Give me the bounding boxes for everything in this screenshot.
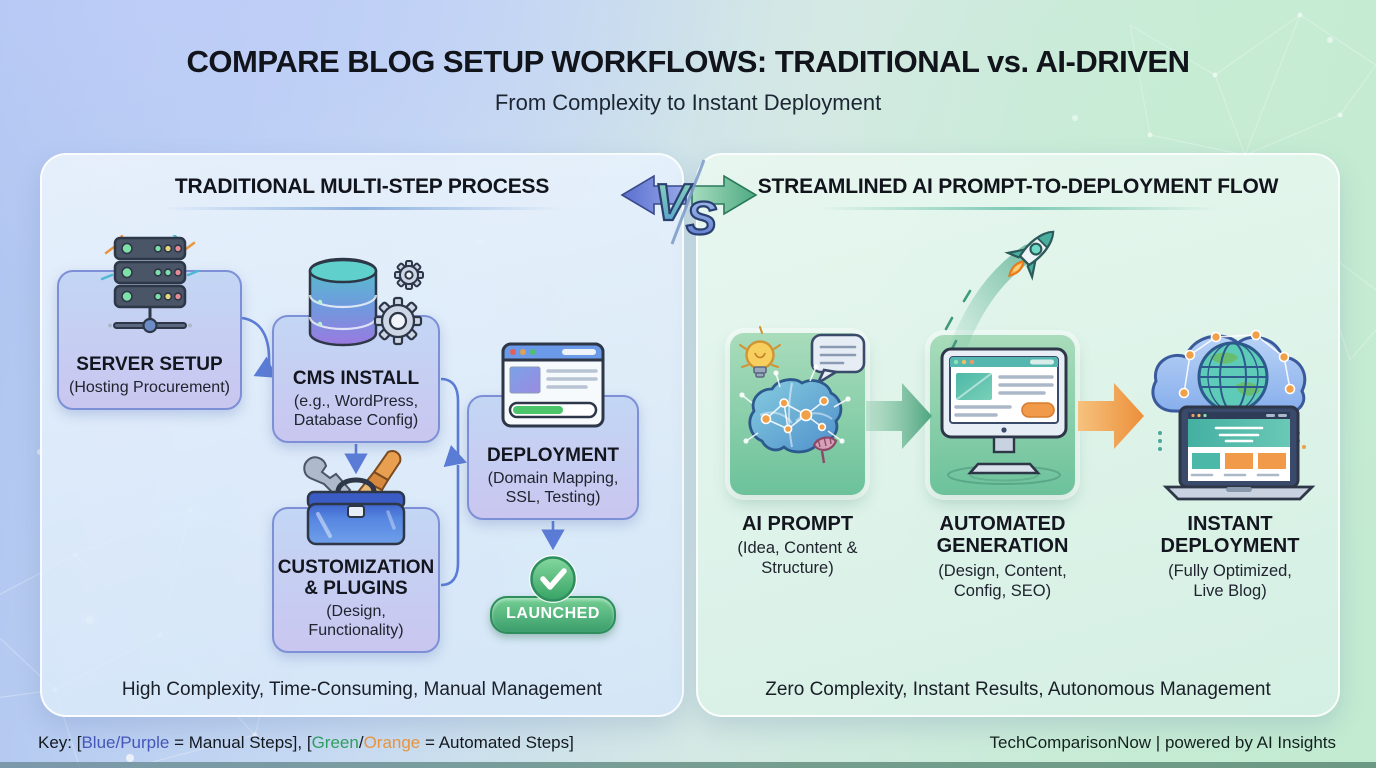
lightbulb-icon — [739, 326, 781, 378]
monitor-rocket-icon — [940, 230, 1068, 485]
traditional-panel: TRADITIONAL MULTI-STEP PROCESS SERVER SE… — [40, 153, 684, 717]
green-flow-arrow — [866, 383, 932, 449]
monitor-shape — [940, 347, 1068, 475]
step-subtitle: (Fully Optimized, Live Blog) — [1168, 561, 1292, 600]
legend-key: Key: [Blue/Purple = Manual Steps], [Gree… — [38, 733, 574, 753]
traditional-summary: High Complexity, Time-Consuming, Manual … — [121, 679, 603, 700]
key-orange: Orange — [363, 733, 421, 752]
globe-icon — [1197, 341, 1269, 413]
step-title: AUTOMATED GENERATION — [936, 513, 1069, 558]
ai-panel: STREAMLINED AI PROMPT-TO-DEPLOYMENT FLOW — [696, 153, 1340, 717]
step-subtitle: (Design, Functionality) — [308, 603, 404, 640]
step-subtitle: (e.g., WordPress, Database Config) — [293, 393, 419, 430]
step-subtitle: (Hosting Procurement) — [69, 379, 230, 397]
ai-panel-title: STREAMLINED AI PROMPT-TO-DEPLOYMENT FLOW — [757, 175, 1279, 198]
step-title: SERVER SETUP — [76, 354, 223, 376]
key-separator: / — [358, 733, 364, 752]
large-gear-icon — [373, 296, 423, 346]
vs-badge: V S — [620, 159, 758, 245]
step-title: CMS INSTALL — [292, 368, 420, 390]
panel-title-underline — [162, 207, 562, 210]
browser-window-icon — [501, 342, 605, 428]
cloud-globe-laptop-icon — [1151, 329, 1316, 501]
ai-summary: Zero Complexity, Instant Results, Autono… — [765, 679, 1271, 700]
step-subtitle: (Idea, Content & Structure) — [737, 539, 858, 578]
step-title: INSTANT DEPLOYMENT — [1160, 513, 1300, 558]
small-gear-icon — [394, 260, 424, 290]
rocket-icon — [1004, 230, 1055, 281]
laptop-shape — [1162, 405, 1316, 501]
speech-bubble-icon — [810, 333, 866, 387]
vs-letter-v: V — [654, 174, 693, 232]
traditional-panel-title: TRADITIONAL MULTI-STEP PROCESS — [174, 175, 550, 198]
key-green: Green — [311, 733, 359, 752]
credit-text: TechComparisonNow | powered by AI Insigh… — [989, 733, 1336, 752]
launched-status: LAUNCHED — [487, 553, 619, 634]
rocket-trail — [949, 244, 1037, 356]
bottom-accent-strip — [0, 762, 1376, 768]
panel-title-underline — [818, 207, 1218, 210]
flow-arrows — [241, 316, 565, 587]
key-manual-colors: Blue/Purple — [81, 733, 170, 752]
page-subtitle: From Complexity to Instant Deployment — [494, 90, 882, 115]
step-subtitle: (Design, Content, Config, SEO) — [938, 561, 1067, 600]
vs-left-arrow-icon — [620, 174, 687, 216]
server-rack-icon — [100, 235, 200, 334]
ai-brain-icon — [739, 326, 866, 464]
key-manual-suffix: = Manual Steps], [ — [169, 733, 312, 752]
key-prefix: Key: [ — [38, 733, 82, 752]
orange-flow-arrow — [1078, 383, 1144, 449]
vs-slash — [670, 159, 706, 245]
network-nodes — [1178, 329, 1296, 399]
ai-prompt-caption: AI PROMPT (Idea, Content & Structure) — [720, 513, 875, 579]
vs-right-arrow-icon — [691, 174, 758, 216]
brain-shape — [739, 364, 851, 464]
step-title: DEPLOYMENT — [487, 445, 619, 467]
vs-letter-s: S — [686, 192, 717, 244]
toolbox-icon — [303, 450, 406, 546]
step-subtitle: (Domain Mapping, SSL, Testing) — [487, 470, 619, 507]
step-title: AI PROMPT — [741, 513, 854, 535]
step-title: CUSTOMIZATION & PLUGINS — [277, 556, 435, 600]
key-auto-suffix: = Automated Steps] — [420, 733, 574, 752]
page-title: COMPARE BLOG SETUP WORKFLOWS: TRADITIONA… — [186, 44, 1190, 79]
instant-deployment-caption: INSTANT DEPLOYMENT (Fully Optimized, Liv… — [1144, 513, 1316, 601]
check-circle-icon — [529, 555, 577, 603]
database-gears-icon — [308, 257, 424, 347]
automated-generation-caption: AUTOMATED GENERATION (Design, Content, C… — [920, 513, 1085, 601]
